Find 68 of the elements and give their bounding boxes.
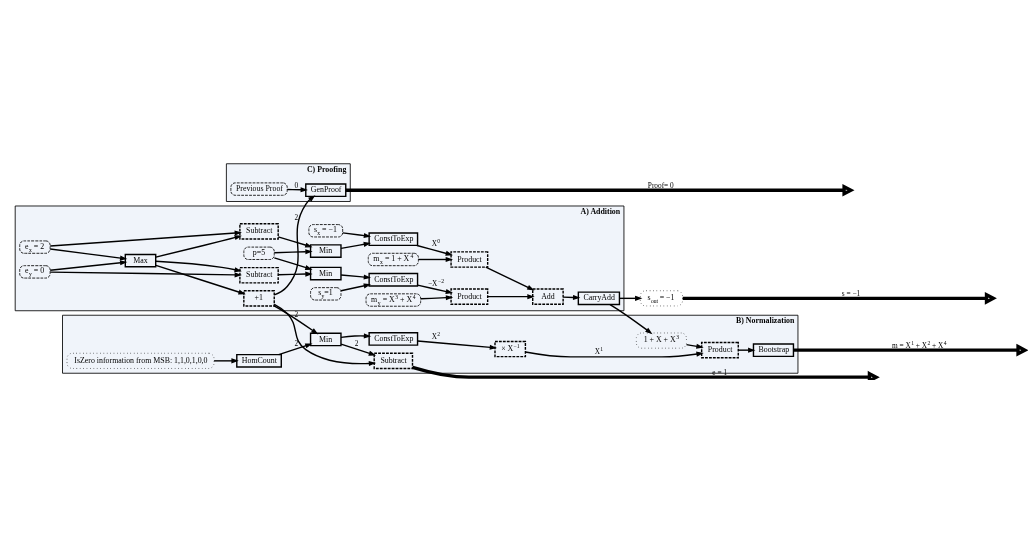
node-box: Product: [450, 287, 489, 305]
arrow: [340, 241, 372, 249]
arrow: [737, 347, 756, 353]
node-box: Subtract: [373, 352, 414, 369]
arrow: [340, 273, 372, 280]
node-box: CarryAdd: [577, 290, 621, 305]
arrow: [340, 343, 377, 356]
node-box: Previous Proof: [230, 182, 288, 196]
arrow: [485, 265, 535, 290]
node-box: m$_{x}$ = 1 + X$^{4}$: [367, 252, 419, 266]
node-box: Min: [309, 266, 342, 280]
node-box: 1 + X + X$^{3}$: [635, 332, 687, 349]
node-box: Min: [309, 243, 342, 258]
arrow: [277, 271, 313, 277]
arrow: [273, 248, 313, 254]
node-box: HomCount: [236, 353, 282, 368]
node-box: Product: [700, 341, 739, 358]
node-box: s$_{y}$=1: [310, 286, 342, 300]
arrow: [412, 365, 880, 380]
arrow: [793, 343, 1028, 356]
arrow: [340, 282, 372, 291]
node-box: ConstToExp: [368, 272, 419, 287]
arrow: [155, 234, 242, 258]
node-box: Max: [124, 253, 157, 267]
node-box: e$_{x}$ = 2: [19, 240, 51, 254]
arrow: [609, 303, 653, 334]
node-box: GenProof: [305, 182, 347, 197]
arrow: [273, 194, 316, 296]
arrow: [49, 270, 242, 277]
node-box: p=5: [243, 246, 275, 260]
arrow: [49, 229, 242, 247]
arrow: [416, 283, 454, 294]
arrow: [49, 259, 128, 271]
node-box: × X$^{−1}$: [494, 340, 527, 357]
arrow: [524, 350, 704, 358]
arrow: [273, 256, 313, 270]
node-box: IsZero information from MSB: 1,1,0,1,0,0: [66, 352, 215, 369]
arrow: [155, 260, 242, 272]
node-box: m$_{y}$ = X$^{3}$ + X$^{4}$: [365, 292, 422, 307]
node-box: ConstToExp: [368, 331, 419, 346]
arrow: [685, 343, 704, 349]
arrow: [487, 293, 535, 299]
node-box: e$_{y}$ = 0: [19, 264, 51, 278]
arrow: [340, 332, 372, 338]
arrow: [682, 291, 997, 305]
node-box: Add: [532, 287, 564, 305]
node-box: Subtract: [239, 222, 279, 240]
arrow: [273, 303, 377, 366]
node-box: +1: [243, 289, 275, 307]
arrow: [273, 304, 319, 334]
arrow: [416, 244, 453, 256]
node-box: Bootstrap: [752, 342, 795, 357]
arrow: [49, 247, 128, 261]
arrow: [416, 339, 498, 350]
arrow: [277, 235, 313, 248]
node-box: ConstToExp: [368, 231, 419, 246]
arrow: [420, 294, 454, 300]
arrow: [345, 183, 855, 197]
node-box: Subtract: [239, 266, 279, 284]
arrow: [155, 264, 246, 294]
arrow: [278, 342, 313, 355]
node-box: s$_{out}$ = −1: [639, 289, 683, 306]
node-box: Product: [450, 250, 489, 268]
arrow: [342, 231, 372, 238]
node-box: s$_{x}$ = −1: [308, 223, 344, 237]
node-box: Min: [309, 332, 342, 346]
arrow: [213, 357, 239, 363]
arrow: [417, 256, 453, 262]
